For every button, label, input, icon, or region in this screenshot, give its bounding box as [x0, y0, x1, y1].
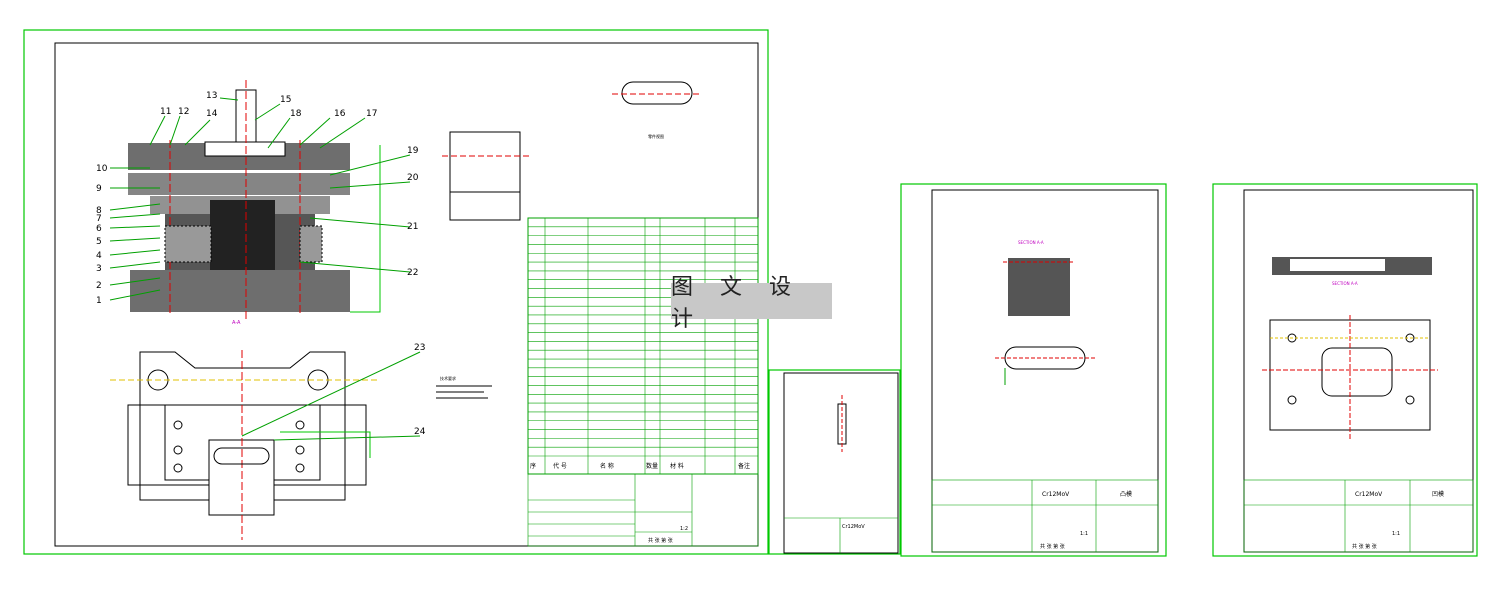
technical-notes: 技术要求 — [436, 375, 492, 399]
punch-sheet: SECTION A-A Cr12MoV 凸模 1:1 共 张 第 张 — [900, 183, 1167, 557]
part-label-18: 18 — [290, 109, 302, 119]
part-label-14: 14 — [206, 109, 218, 119]
bom-header-note: 备注 — [738, 462, 750, 470]
part-number-labels: 1 2 3 4 5 6 7 8 9 10 11 12 13 14 15 16 1… — [96, 91, 426, 437]
small-part-sheet: Cr12MoV — [768, 369, 901, 555]
die-sheet: SECTION A-A Cr12MoV 凹模 1:1 共 张 第 张 — [1212, 183, 1478, 557]
part-label-3: 3 — [96, 264, 102, 274]
part-label-16: 16 — [334, 109, 346, 119]
part-label-8: 8 — [96, 206, 102, 216]
svg-text:1:1: 1:1 — [1080, 531, 1088, 537]
part-label-7: 7 — [96, 214, 102, 224]
part-label-11: 11 — [160, 107, 171, 117]
part-label-21: 21 — [407, 222, 418, 232]
bom-header-material: 材 料 — [670, 462, 684, 470]
part-label-13: 13 — [206, 91, 217, 101]
part-label-12: 12 — [178, 107, 189, 117]
part-label-2: 2 — [96, 281, 102, 291]
section-label: A-A — [232, 320, 241, 326]
bom-header-code: 代 号 — [553, 462, 567, 470]
svg-text:SECTION A-A: SECTION A-A — [1332, 281, 1358, 286]
part-label-17: 17 — [366, 109, 377, 119]
small-material: Cr12MoV — [842, 524, 865, 530]
part-label-22: 22 — [407, 268, 418, 278]
part-label-1: 1 — [96, 296, 102, 306]
part-label-9: 9 — [96, 184, 102, 194]
bom-header-no: 序 — [530, 462, 536, 470]
part-number-callouts — [109, 97, 411, 301]
bom-header-name: 名 称 — [600, 462, 614, 470]
part-label-4: 4 — [96, 251, 102, 261]
svg-text:SECTION A-A: SECTION A-A — [1018, 240, 1044, 245]
svg-text:技术要求: 技术要求 — [440, 375, 456, 381]
svg-text:共 张 第 张: 共 张 第 张 — [1040, 543, 1065, 550]
part-label-15: 15 — [280, 95, 291, 105]
title-block: 1:2 共 张 第 张 — [527, 473, 759, 547]
part-label-6: 6 — [96, 224, 102, 234]
title-block-scale: 1:2 — [680, 526, 688, 532]
svg-text:1:1: 1:1 — [1392, 531, 1400, 537]
svg-text:共 张 第 张: 共 张 第 张 — [1352, 543, 1377, 550]
part-label-24: 24 — [414, 427, 426, 437]
die-name: 凹模 — [1432, 490, 1444, 498]
assembly-sheet: 1 2 3 4 5 6 7 8 9 10 11 12 13 14 15 16 1… — [23, 29, 769, 555]
bom-table: 序 代 号 名 称 数量 材 料 备注 — [527, 217, 759, 475]
bom-header-qty: 数量 — [646, 462, 658, 470]
svg-text:零件视图: 零件视图 — [648, 133, 664, 139]
detail-views: 零件视图 — [442, 81, 700, 221]
watermark-banner: 图 文 设 计 — [671, 275, 832, 332]
part-label-5: 5 — [96, 237, 102, 247]
part-label-20: 20 — [407, 173, 419, 183]
part-label-19: 19 — [407, 146, 419, 156]
punch-name: 凸模 — [1120, 490, 1132, 498]
title-block-sheet: 共 张 第 张 — [648, 537, 673, 544]
part-label-10: 10 — [96, 164, 108, 174]
assembly-plan-view — [110, 350, 421, 540]
die-material: Cr12MoV — [1355, 491, 1383, 498]
punch-material: Cr12MoV — [1042, 491, 1070, 498]
assembly-section-view — [128, 80, 381, 320]
part-label-23: 23 — [414, 343, 425, 353]
